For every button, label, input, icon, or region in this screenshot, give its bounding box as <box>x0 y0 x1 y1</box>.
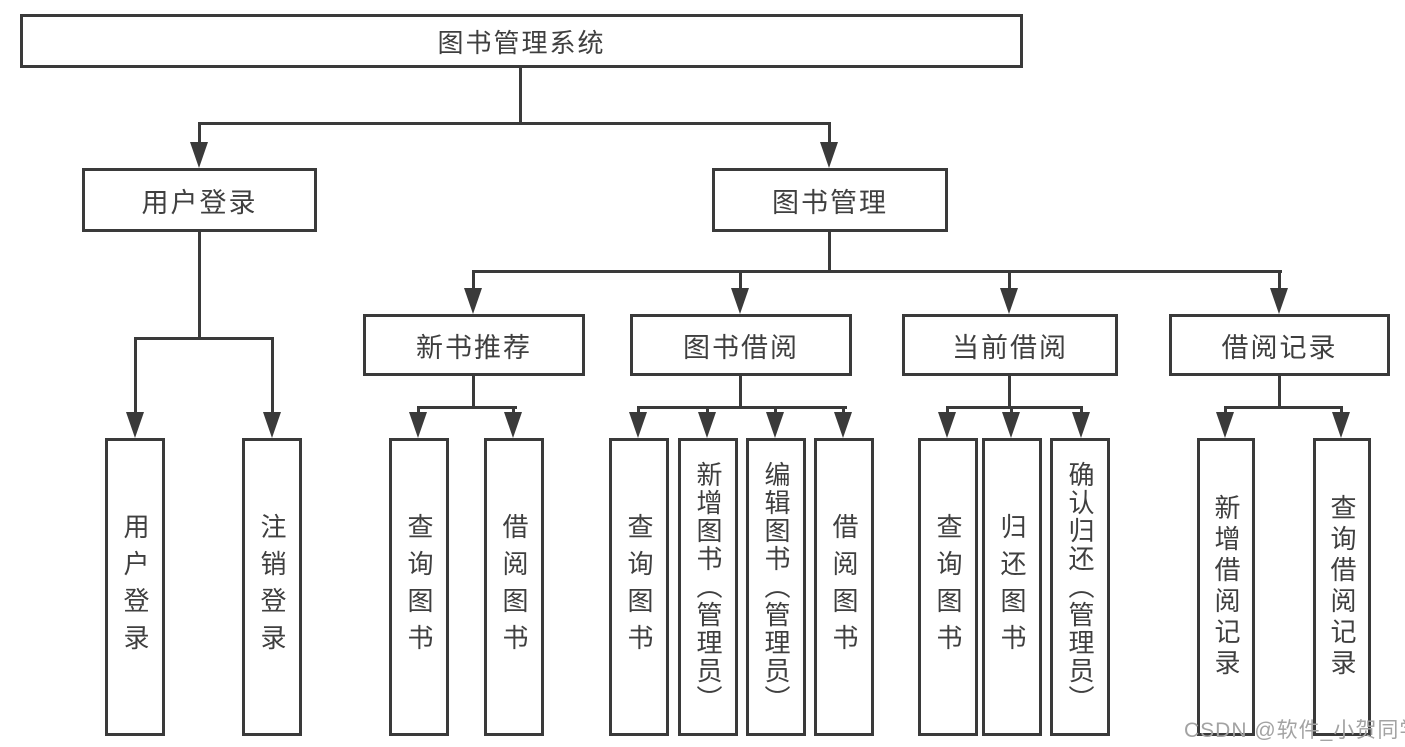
node-leaf-query-borrow-record: 查询借阅记录 <box>1313 438 1371 736</box>
node-book-borrowing: 图书借阅 <box>630 314 852 376</box>
connector <box>472 270 1282 273</box>
node-leaf-add-book-admin-label: 新增图书（管理员） <box>693 461 723 713</box>
node-leaf-query-books-current-label: 查询图书 <box>933 513 963 661</box>
node-leaf-query-books-recommend-label: 查询图书 <box>404 513 434 661</box>
node-current-borrowing-label: 当前借阅 <box>952 332 1068 363</box>
node-new-book-recommend-label: 新书推荐 <box>416 332 532 363</box>
arrowhead-icon <box>1072 412 1090 438</box>
connector <box>198 232 201 340</box>
connector <box>706 406 709 416</box>
arrowhead-icon <box>190 142 208 168</box>
arrowhead-icon <box>834 412 852 438</box>
node-leaf-add-borrow-record: 新增借阅记录 <box>1197 438 1255 736</box>
arrowhead-icon <box>731 288 749 314</box>
arrowhead-icon <box>1002 412 1020 438</box>
arrowhead-icon <box>766 412 784 438</box>
arrowhead-icon <box>629 412 647 438</box>
connector <box>198 122 831 125</box>
connector <box>512 406 515 416</box>
connector <box>417 406 517 409</box>
connector <box>828 232 831 272</box>
arrowhead-icon <box>1270 288 1288 314</box>
arrowhead-icon <box>263 412 281 438</box>
node-leaf-user-login: 用户登录 <box>105 438 165 736</box>
node-leaf-return-book-label: 归还图书 <box>997 513 1027 661</box>
connector <box>271 337 274 416</box>
node-book-management-label: 图书管理 <box>772 187 888 218</box>
connector <box>472 270 475 292</box>
node-leaf-add-book-admin: 新增图书（管理员） <box>678 438 738 736</box>
node-borrow-records: 借阅记录 <box>1169 314 1390 376</box>
node-leaf-logout: 注销登录 <box>242 438 302 736</box>
arrowhead-icon <box>938 412 956 438</box>
node-leaf-query-books-current: 查询图书 <box>918 438 978 736</box>
node-root-label: 图书管理系统 <box>437 27 606 58</box>
node-leaf-query-books-borrowing: 查询图书 <box>609 438 669 736</box>
node-leaf-edit-book-admin: 编辑图书（管理员） <box>746 438 806 736</box>
arrowhead-icon <box>464 288 482 314</box>
connector <box>134 337 137 416</box>
connector <box>946 406 1083 409</box>
node-borrow-records-label: 借阅记录 <box>1221 332 1338 363</box>
node-leaf-borrow-books-recommend-label: 借阅图书 <box>499 513 529 661</box>
arrowhead-icon <box>820 142 838 168</box>
node-leaf-return-book: 归还图书 <box>982 438 1042 736</box>
node-root: 图书管理系统 <box>20 14 1023 68</box>
connector <box>1080 406 1083 416</box>
connector <box>417 406 420 416</box>
node-leaf-edit-book-admin-label: 编辑图书（管理员） <box>761 461 791 713</box>
node-user-login: 用户登录 <box>82 168 317 232</box>
connector <box>774 406 777 416</box>
node-leaf-confirm-return-admin: 确认归还（管理员） <box>1050 438 1110 736</box>
connector <box>1224 406 1343 409</box>
node-current-borrowing: 当前借阅 <box>902 314 1118 376</box>
arrowhead-icon <box>126 412 144 438</box>
node-new-book-recommend: 新书推荐 <box>363 314 585 376</box>
arrowhead-icon <box>504 412 522 438</box>
connector <box>739 270 742 292</box>
connector <box>519 68 522 122</box>
node-leaf-add-borrow-record-label: 新增借阅记录 <box>1211 494 1241 680</box>
connector <box>828 122 831 146</box>
arrowhead-icon <box>409 412 427 438</box>
node-leaf-query-books-recommend: 查询图书 <box>389 438 449 736</box>
connector <box>1340 406 1343 416</box>
node-leaf-borrow-books-borrowing-label: 借阅图书 <box>829 513 859 661</box>
arrowhead-icon <box>1000 288 1018 314</box>
connector <box>1224 406 1227 416</box>
node-leaf-borrow-books-borrowing: 借阅图书 <box>814 438 874 736</box>
arrowhead-icon <box>698 412 716 438</box>
watermark: CSDN @软件_小贺同学 <box>1184 719 1405 742</box>
connector <box>1278 376 1281 408</box>
node-leaf-query-books-borrowing-label: 查询图书 <box>624 513 654 661</box>
connector <box>637 406 640 416</box>
arrowhead-icon <box>1216 412 1234 438</box>
connector <box>1010 406 1013 416</box>
node-leaf-confirm-return-admin-label: 确认归还（管理员） <box>1065 461 1095 713</box>
connector <box>1008 270 1011 292</box>
node-user-login-label: 用户登录 <box>141 187 258 218</box>
node-leaf-query-borrow-record-label: 查询借阅记录 <box>1327 494 1357 680</box>
connector <box>134 337 274 340</box>
arrowhead-icon <box>1332 412 1350 438</box>
connector <box>637 406 847 409</box>
connector <box>739 376 742 408</box>
connector <box>842 406 845 416</box>
connector <box>1278 270 1281 292</box>
connector <box>1008 376 1011 408</box>
connector <box>198 122 201 146</box>
node-book-management: 图书管理 <box>712 168 948 232</box>
node-leaf-logout-label: 注销登录 <box>257 513 287 661</box>
node-leaf-user-login-label: 用户登录 <box>120 513 150 661</box>
node-leaf-borrow-books-recommend: 借阅图书 <box>484 438 544 736</box>
connector <box>472 376 475 408</box>
connector <box>946 406 949 416</box>
node-book-borrowing-label: 图书借阅 <box>683 332 799 363</box>
